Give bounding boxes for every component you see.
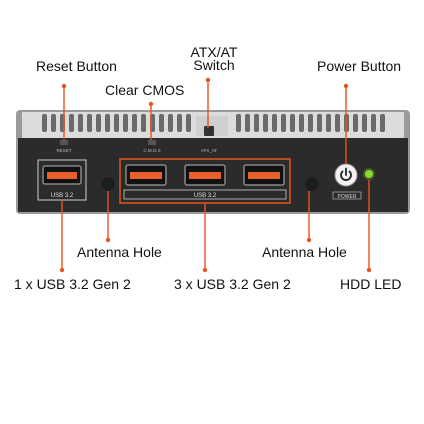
hdd-led-label: HDD LED	[340, 276, 402, 292]
callout-dots	[59, 77, 372, 273]
power-print-bg	[332, 191, 362, 200]
antenna-hole-right-label: Antenna Hole	[262, 244, 347, 260]
callout-lines	[61, 80, 370, 270]
dot-antenna-right	[306, 237, 312, 243]
vent-slots-left	[42, 114, 191, 132]
atx-switch	[204, 126, 214, 136]
reset-print: RESET	[56, 148, 71, 153]
dot-cmos	[148, 101, 154, 107]
usb-single-label: 1 x USB 3.2 Gen 2	[14, 276, 131, 292]
reset-button-hole	[60, 140, 68, 145]
atx-print: ATX_AT	[201, 148, 218, 153]
atx-at-switch-label: ATX/AT Switch	[184, 44, 244, 73]
atx-at-label-line1: ATX/AT	[190, 44, 238, 60]
antenna-hole-left-label: Antenna Hole	[77, 244, 162, 260]
dot-atx	[205, 77, 211, 83]
dot-power	[343, 83, 349, 89]
vent-slots-right	[236, 114, 385, 132]
dot-usb-single	[59, 267, 65, 273]
antenna-hole-right	[305, 177, 319, 191]
usb-port-3-tongue	[248, 172, 280, 179]
antenna-hole-left	[101, 177, 115, 191]
usb-group-print: USB 3.2	[194, 193, 217, 199]
cmos-print: C.M.O.S	[143, 148, 160, 153]
power-button-label: Power Button	[317, 58, 402, 74]
power-icon	[340, 167, 352, 181]
reset-button-label: Reset Button	[36, 58, 117, 74]
usb-triple-label: 3 x USB 3.2 Gen 2	[174, 276, 291, 292]
power-print: POWER	[338, 194, 357, 200]
usb-group-label-bar	[123, 189, 287, 200]
usb-left-print: USB 3.2	[51, 193, 74, 199]
led-glow	[363, 168, 375, 180]
dot-hdd-led	[366, 267, 372, 273]
usb-left-tongue	[47, 172, 77, 179]
dot-antenna-left	[105, 237, 111, 243]
led-indicator	[365, 170, 373, 178]
usb-port-1-tongue	[130, 172, 162, 179]
clear-cmos-label: Clear CMOS	[105, 82, 185, 98]
clear-cmos-hole	[148, 140, 156, 145]
atx-at-label-line2: Switch	[193, 57, 235, 73]
dot-usb-triple	[202, 267, 208, 273]
usb-port-2-tongue	[189, 172, 221, 179]
dot-reset	[61, 83, 67, 89]
